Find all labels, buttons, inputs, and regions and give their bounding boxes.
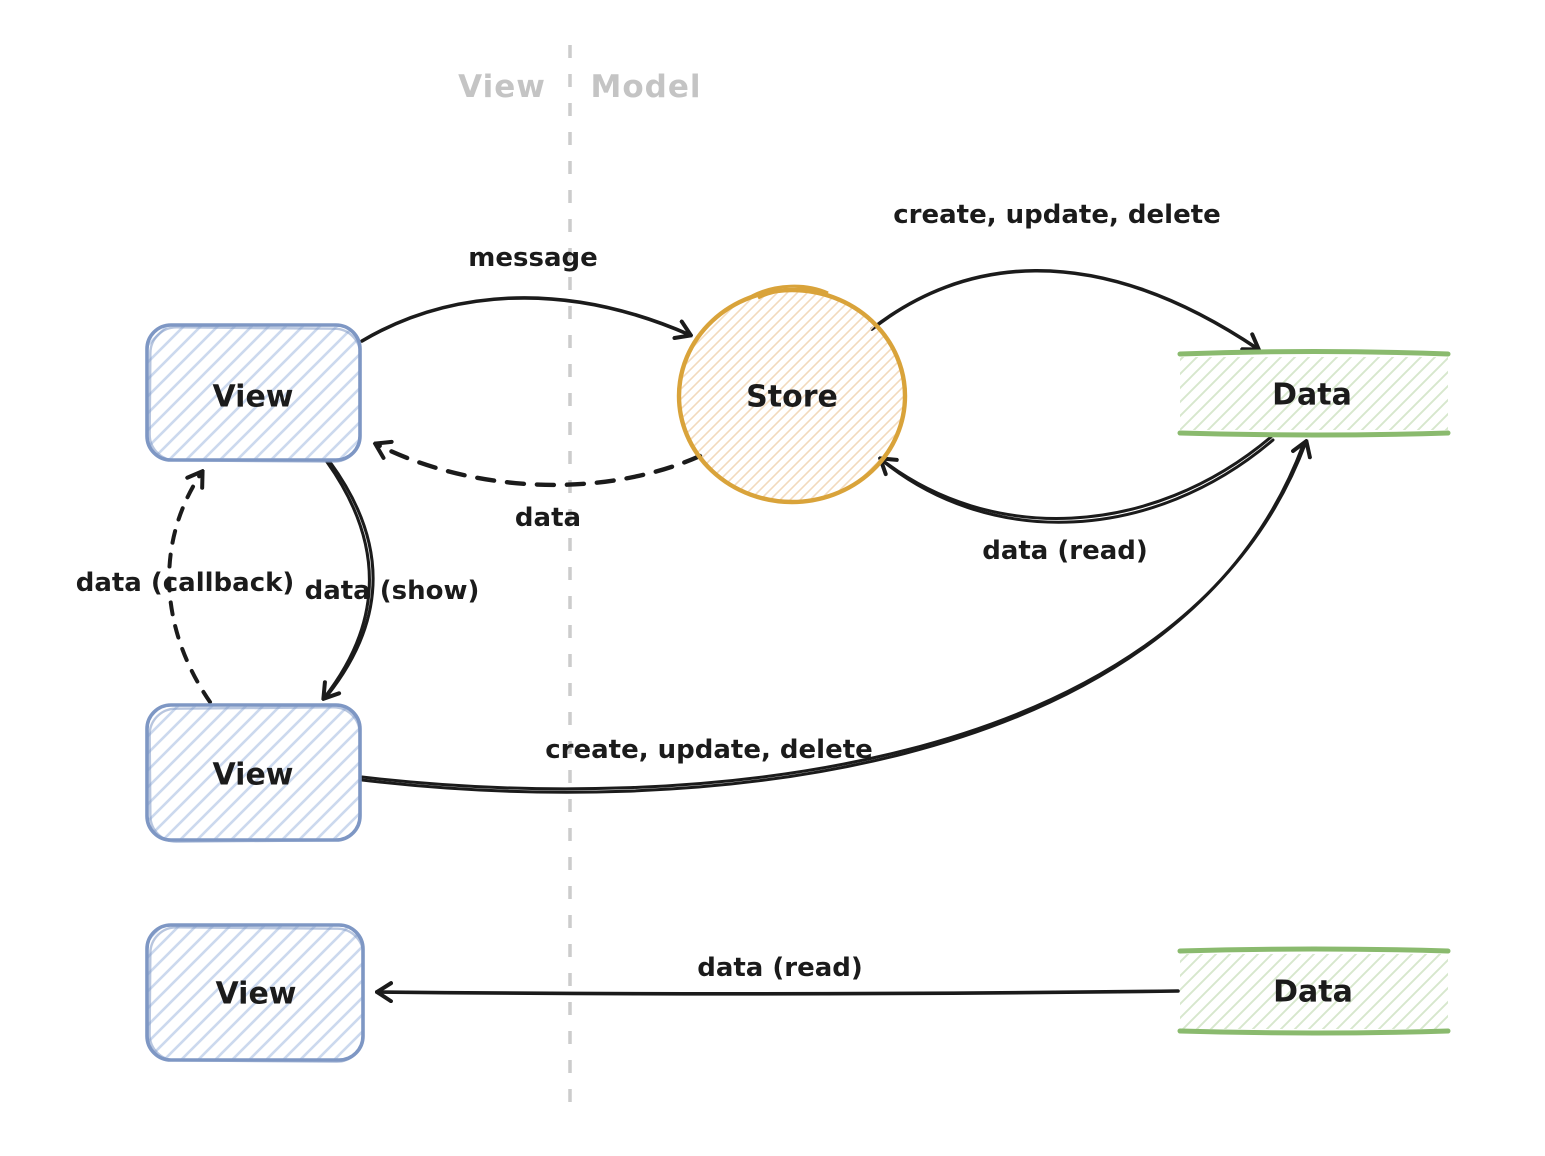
edge-data-back: data xyxy=(376,444,703,533)
node-label-data-2: Data xyxy=(1273,975,1353,1010)
edge-label-data-read-store: data (read) xyxy=(982,536,1148,566)
node-label-data-1: Data xyxy=(1272,378,1352,413)
node-view-3: View xyxy=(145,923,365,1063)
edge-label-data-back: data xyxy=(515,503,581,533)
edge-label-data-read-view: data (read) xyxy=(697,953,863,983)
edge-label-data-callback: data (callback) xyxy=(76,568,295,598)
edge-data-callback: data (callback) xyxy=(76,472,295,704)
lane-label-view: View xyxy=(458,69,546,105)
node-view-1: View xyxy=(145,323,362,463)
edge-data-show: data (show) xyxy=(305,460,480,698)
node-label-view-2: View xyxy=(212,758,293,793)
node-label-store: Store xyxy=(746,380,838,415)
edge-cud-store: create, update, delete xyxy=(870,200,1258,349)
edge-cud-view: create, update, delete xyxy=(360,442,1306,794)
lane-label-model: Model xyxy=(591,69,702,105)
node-store: Store xyxy=(676,284,908,505)
node-data-1: Data xyxy=(1177,349,1451,438)
node-label-view-1: View xyxy=(212,380,293,415)
edge-label-cud-view: create, update, delete xyxy=(545,735,873,765)
edge-label-message: message xyxy=(468,243,597,273)
edge-label-data-show: data (show) xyxy=(305,576,480,606)
edge-message: message xyxy=(360,243,690,343)
edge-data-read-view: data (read) xyxy=(378,953,1180,994)
edge-label-cud-store: create, update, delete xyxy=(893,200,1221,230)
node-data-2: Data xyxy=(1177,946,1451,1036)
node-label-view-3: View xyxy=(215,977,296,1012)
edge-data-read-store: data (read) xyxy=(881,435,1275,566)
node-view-2: View xyxy=(145,703,362,843)
